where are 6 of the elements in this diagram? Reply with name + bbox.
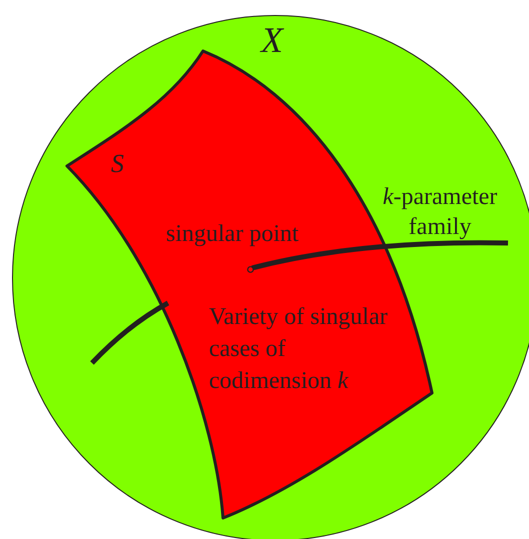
- surface-label: S: [111, 151, 124, 177]
- point-label: singular point: [166, 222, 299, 246]
- variety-label: Variety of singular cases of codimension k: [209, 303, 389, 396]
- family-label: k-parameter family: [382, 183, 498, 242]
- space-label: X: [261, 22, 283, 58]
- singular-point: [247, 266, 254, 273]
